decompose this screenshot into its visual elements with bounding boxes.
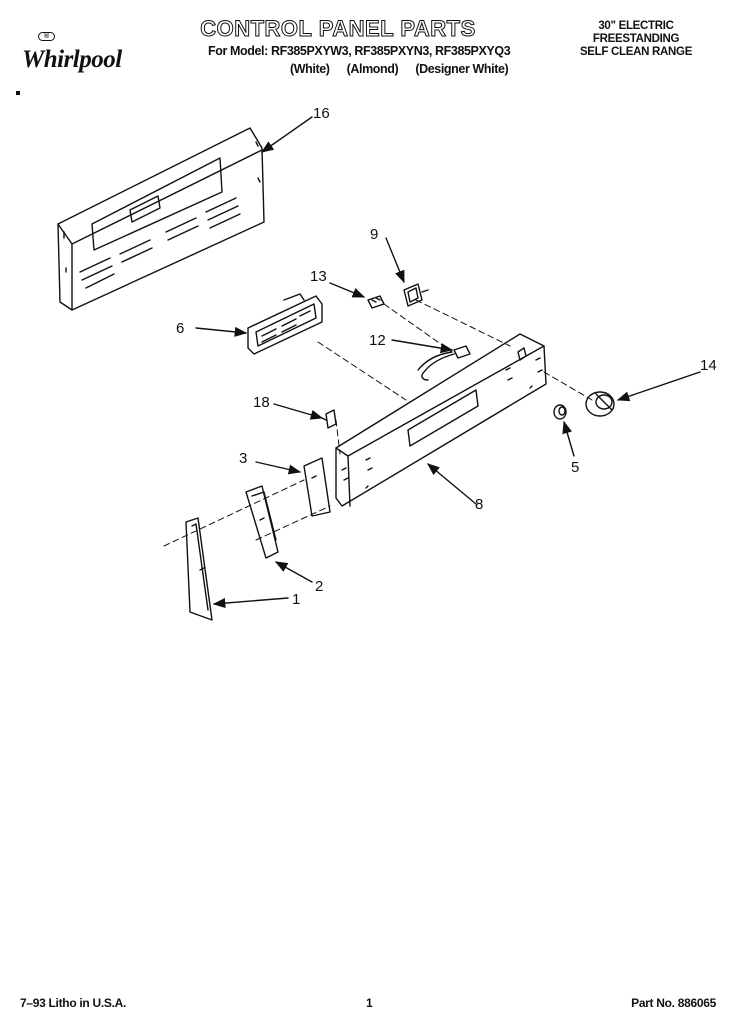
leader-9	[385, 237, 405, 284]
callout-8: 8	[475, 496, 484, 513]
leader-8	[427, 463, 477, 505]
leader-14	[616, 371, 701, 402]
range-info-line2: FREESTANDING	[592, 33, 680, 45]
page-title: CONTROL PANEL PARTS	[200, 16, 476, 42]
footer-litho: 7–93 Litho in U.S.A.	[20, 996, 127, 1010]
leader-6	[195, 326, 248, 337]
leader-16	[260, 116, 313, 153]
callout-14: 14	[700, 357, 717, 374]
part-6-electronic-control	[247, 293, 323, 355]
variant-white: (White)	[290, 62, 330, 76]
assembly-lines	[163, 299, 593, 547]
callout-5: 5	[571, 459, 580, 476]
part-14-knob	[585, 391, 615, 417]
models-line: For Model: RF385PXYW3, RF385PXYN3, RF385…	[208, 44, 511, 58]
range-info: 30" ELECTRIC FREESTANDING SELF CLEAN RAN…	[556, 20, 716, 59]
brand-badge: ®	[38, 32, 56, 41]
range-info-line1: 30" ELECTRIC	[598, 20, 674, 32]
leader-2	[274, 561, 313, 583]
callout-18: 18	[253, 394, 270, 411]
part-16-rear-panel	[57, 127, 265, 311]
range-info-line3: SELF CLEAN RANGE	[579, 46, 693, 58]
callout-1: 1	[292, 591, 301, 608]
variant-designer-white: (Designer White)	[415, 62, 509, 76]
part-12-indicator-light	[417, 345, 471, 381]
variant-almond: (Almond)	[346, 62, 399, 76]
part-9-switch	[403, 283, 429, 307]
callout-13: 13	[310, 268, 327, 285]
callout-9: 9	[370, 226, 379, 243]
corner-mark	[16, 91, 20, 95]
leader-1	[212, 597, 289, 609]
callout-3: 3	[239, 450, 248, 467]
leader-5	[562, 420, 575, 457]
callout-16: 16	[313, 105, 330, 122]
brand-logo: ® Whirlpool	[16, 28, 166, 74]
part-1-end-trim	[185, 517, 213, 621]
part-18-clip	[321, 409, 337, 429]
part-8-control-panel	[335, 333, 547, 507]
footer-part-number: Part No. 886065	[631, 996, 716, 1010]
leader-13	[329, 282, 366, 298]
brand-wordmark: Whirlpool	[22, 46, 122, 73]
part-13-connector	[367, 295, 385, 309]
callout-6: 6	[176, 320, 185, 337]
leader-12	[391, 339, 454, 354]
part-5-grommet	[553, 404, 567, 420]
part-3-bracket	[303, 457, 331, 517]
callout-2: 2	[315, 578, 324, 595]
callout-12: 12	[369, 332, 386, 349]
leader-18	[273, 403, 324, 420]
part-2-end-cap	[245, 485, 279, 559]
page-title-wrap: CONTROL PANEL PARTS	[0, 16, 736, 42]
footer-page-number: 1	[366, 996, 373, 1010]
variants-line: (White) (Almond) (Designer White)	[290, 62, 522, 76]
leader-3	[255, 461, 302, 475]
